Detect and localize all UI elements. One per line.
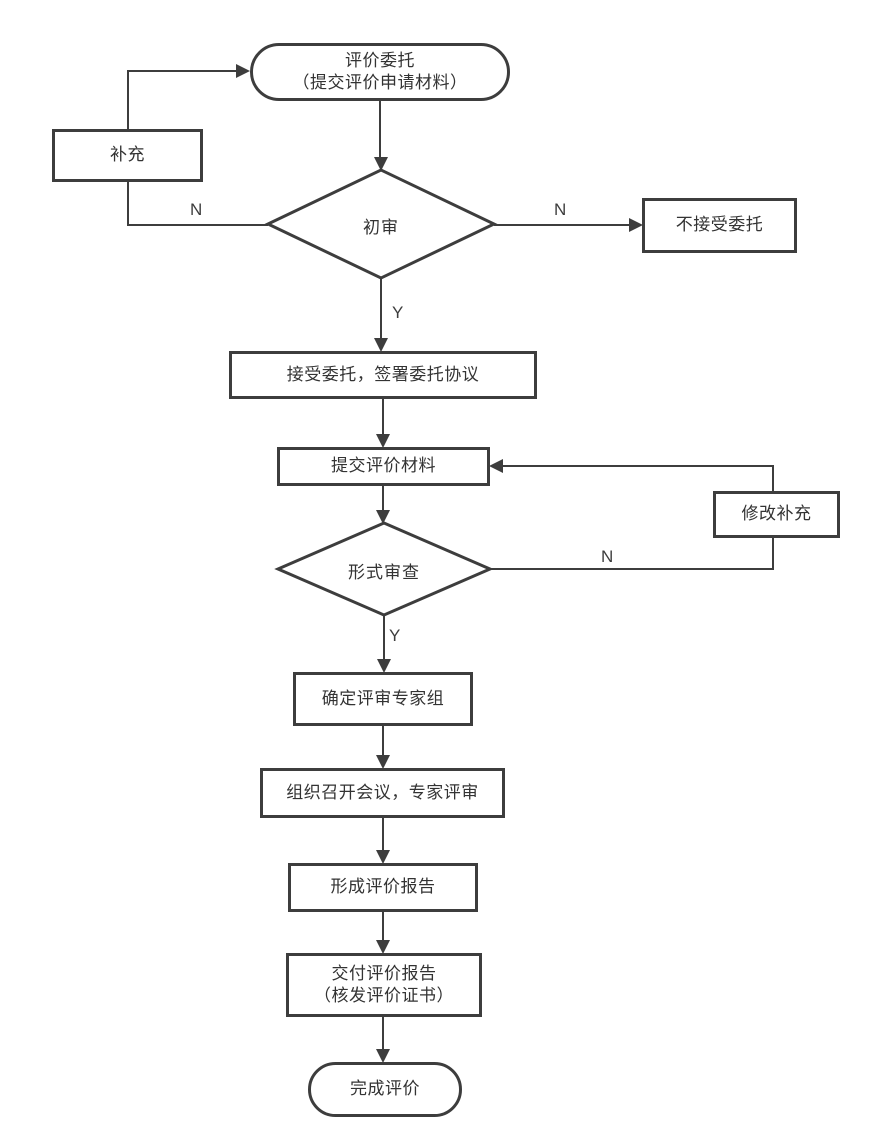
node-report-label: 形成评价报告 xyxy=(330,877,436,897)
node-accept-label: 接受委托，签署委托协议 xyxy=(286,364,480,384)
node-meeting-label: 组织召开会议，专家评审 xyxy=(286,782,479,802)
arrowhead-into-reject xyxy=(629,218,643,232)
arrowhead-into-submit-right xyxy=(489,459,503,473)
node-start-line2: （提交评价申请材料） xyxy=(292,73,468,92)
edge-label-initial-no-left: N xyxy=(190,200,203,219)
arrowhead-into-deliver xyxy=(376,940,390,954)
node-end-label: 完成评价 xyxy=(350,1079,420,1099)
node-expert-label: 确定评审专家组 xyxy=(321,688,445,708)
node-deliver-line1: 交付评价报告 xyxy=(331,963,437,983)
node-submit-materials: 提交评价材料 xyxy=(277,447,490,486)
node-start-commission: 评价委托 （提交评价申请材料） xyxy=(250,43,510,101)
node-initial-review-label: 初审 xyxy=(363,218,399,237)
node-expert-group: 确定评审专家组 xyxy=(293,672,473,726)
diamond-initial-review xyxy=(264,168,498,280)
arrowhead-into-submit-top xyxy=(376,434,390,448)
arrowhead-into-start xyxy=(236,64,250,78)
node-accept-agreement: 接受委托，签署委托协议 xyxy=(229,351,537,399)
node-end-complete: 完成评价 xyxy=(308,1062,462,1117)
node-meeting-review: 组织召开会议，专家评审 xyxy=(260,768,505,818)
node-supplement-label: 补充 xyxy=(110,145,145,165)
arrowhead-into-report xyxy=(376,850,390,864)
node-supplement: 补充 xyxy=(52,129,203,182)
node-submit-label: 提交评价材料 xyxy=(331,456,436,476)
node-deliver-line2: （核发评价证书） xyxy=(314,986,454,1005)
arrowhead-into-end xyxy=(376,1049,390,1063)
node-formal-review-label: 形式审查 xyxy=(348,563,420,582)
edge-label-initial-yes: Y xyxy=(392,303,404,322)
edge-label-initial-no-right: N xyxy=(554,200,567,219)
node-reject-commission: 不接受委托 xyxy=(642,198,797,253)
diamond-formal-review xyxy=(274,521,494,617)
arrowhead-into-expert xyxy=(377,659,391,673)
arrowhead-into-formal xyxy=(376,510,390,524)
edge-label-formal-no: N xyxy=(601,547,614,566)
edge-label-formal-yes: Y xyxy=(389,626,401,645)
node-deliver-report: 交付评价报告 （核发评价证书） xyxy=(286,953,482,1017)
node-start-line1: 评价委托 xyxy=(345,50,415,70)
node-reject-label: 不接受委托 xyxy=(675,215,764,235)
node-modify-supplement: 修改补充 xyxy=(713,491,840,538)
arrowhead-into-meeting xyxy=(376,755,390,769)
edge-initial-to-supplement xyxy=(127,182,268,226)
edge-supplement-to-start xyxy=(127,70,237,129)
arrowhead-into-accept xyxy=(374,338,388,352)
node-form-report: 形成评价报告 xyxy=(288,863,478,912)
arrowhead-into-initial xyxy=(374,157,388,171)
node-modify-label: 修改补充 xyxy=(741,504,812,524)
